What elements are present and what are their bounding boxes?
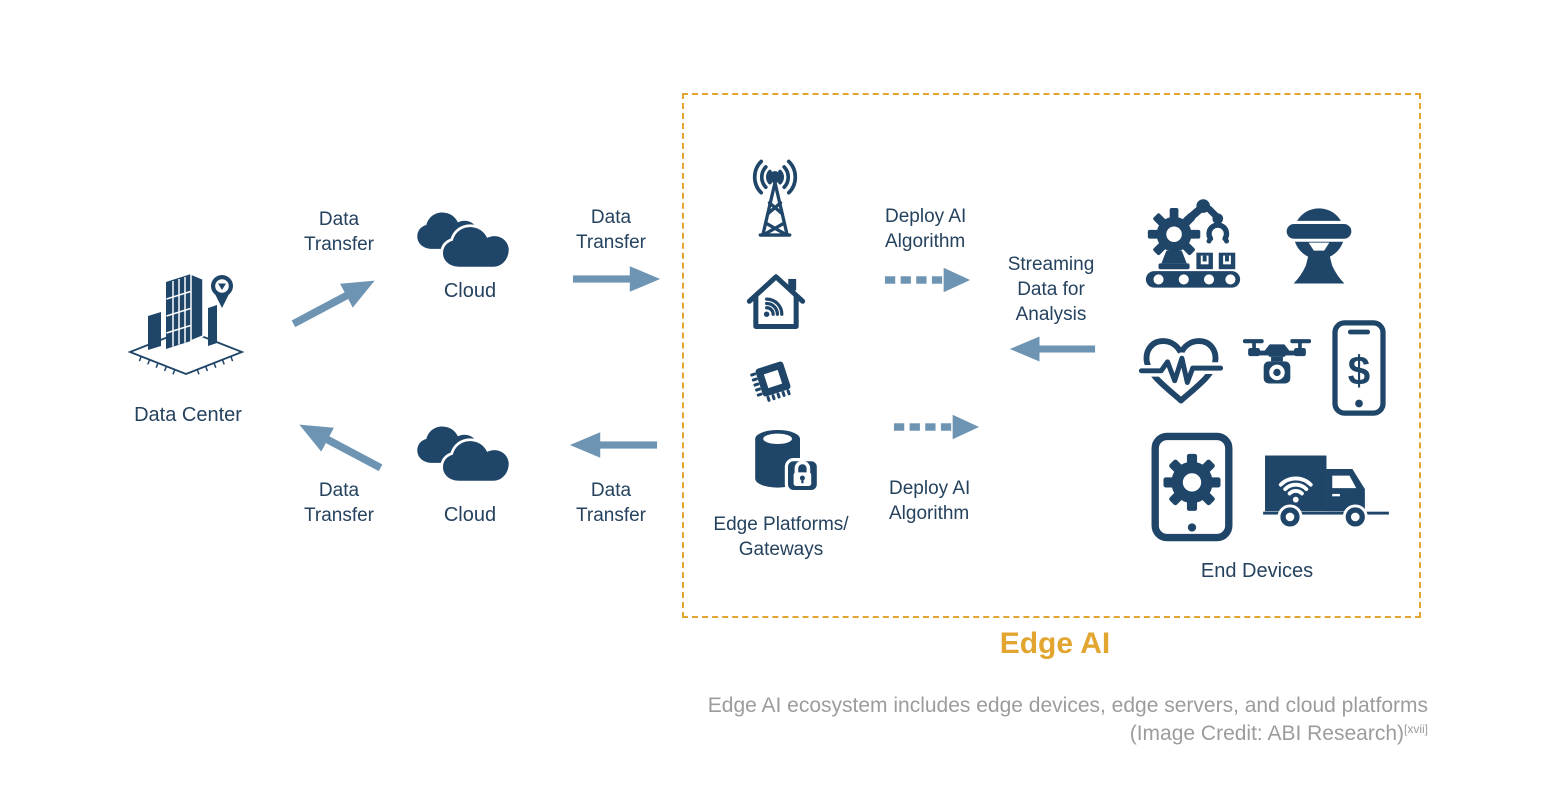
cloud-top-label: Cloud [443, 280, 497, 302]
data-transfer-back-label: Data Transfer [303, 480, 375, 527]
streaming-data-label: Streaming Data for Analysis [1007, 254, 1095, 326]
caption-citation: [xvii] [1404, 721, 1428, 736]
cloud-bottom-icon [411, 424, 529, 496]
connected-truck-icon [1258, 444, 1394, 540]
data-transfer-out-label: Data Transfer [575, 480, 647, 527]
arrow-edge-to-cloud [568, 428, 658, 462]
edge-platforms-label: Edge Platforms/ Gateways [713, 514, 849, 561]
data-center-icon [118, 256, 258, 396]
data-transfer-in-label: Data Transfer [575, 207, 647, 254]
health-monitor-icon [1136, 328, 1226, 410]
caption-line2: (Image Credit: ABI Research)[xvii] [528, 720, 1428, 748]
deploy-arrow-top [884, 263, 972, 297]
edge-ai-boundary [682, 93, 1421, 618]
dollar-glyph: $ [1348, 347, 1370, 393]
data-transfer-up-label: Data Transfer [303, 209, 375, 256]
arrow-cloud-to-edge [572, 262, 662, 296]
deploy-ai-top-label: Deploy AI Algorithm [885, 206, 967, 253]
deploy-arrow-bottom [893, 410, 981, 444]
data-center-label: Data Center [134, 404, 242, 426]
cloud-top-icon [411, 210, 529, 282]
smart-home-icon [737, 266, 815, 338]
arrow-datacenter-to-cloud [285, 265, 385, 340]
tablet-icon [1146, 428, 1238, 546]
caption-credit: (Image Credit: ABI Research) [1129, 721, 1404, 745]
drone-icon [1240, 334, 1314, 402]
cell-tower-icon [729, 150, 821, 252]
deploy-ai-bottom-label: Deploy AI Algorithm [889, 478, 971, 525]
end-devices-label: End Devices [1200, 560, 1314, 582]
mobile-payment-icon: $ [1330, 320, 1388, 416]
caption-line1: Edge AI ecosystem includes edge devices,… [707, 694, 1428, 717]
arrow-cloud-to-datacenter [290, 409, 390, 484]
vr-headset-icon [1272, 196, 1366, 294]
streaming-arrow [1008, 332, 1096, 366]
chip-icon [735, 346, 811, 412]
secure-gateway-icon [744, 420, 824, 504]
figure-caption: Edge AI ecosystem includes edge devices,… [528, 692, 1428, 747]
cloud-bottom-label: Cloud [443, 504, 497, 526]
robot-arm-icon [1142, 192, 1244, 292]
edge-ai-title: Edge AI [999, 627, 1111, 660]
